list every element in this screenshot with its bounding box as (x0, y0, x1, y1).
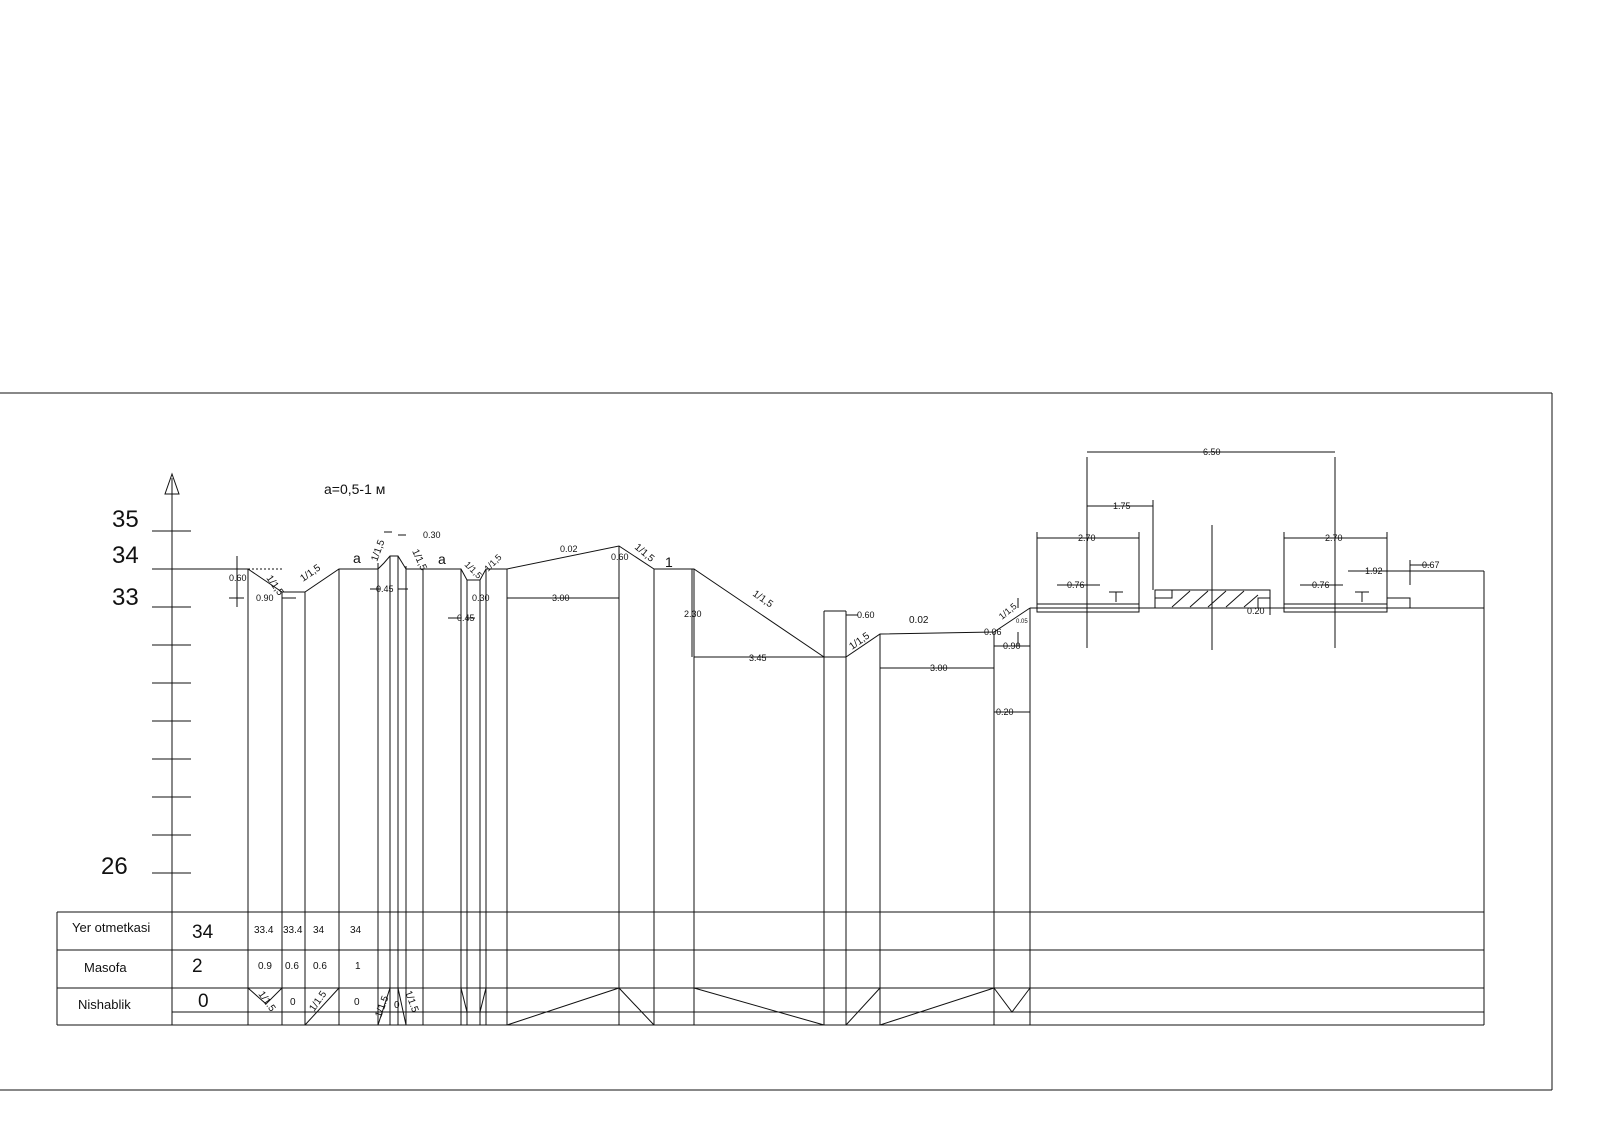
dim-text: 1.75 (1113, 501, 1131, 511)
dim-text: 1.92 (1365, 566, 1383, 576)
table-cell: 0.6 (285, 961, 299, 972)
dim-text: 0.02 (560, 544, 578, 554)
dim-text: 0.45 (457, 613, 475, 623)
note-text: a=0,5-1 м (324, 481, 385, 497)
dim-text: 0.02 (909, 615, 929, 626)
dim-text: 0.76 (1067, 580, 1085, 590)
pavement-hatch (1171, 590, 1259, 608)
table-cell: 1/1.5 (256, 989, 278, 1014)
dim-text: 0.30 (423, 530, 441, 540)
dim-text: 2.30 (684, 609, 702, 619)
dim-text: 0.76 (1312, 580, 1330, 590)
ground-profile (152, 545, 1031, 658)
dim-text: 2.70 (1325, 533, 1343, 543)
table-cell: 0.6 (313, 961, 327, 972)
scale-label-26: 26 (101, 853, 128, 880)
dim-text: 0.06 (984, 627, 1002, 637)
profile-table: Yer otmetkasi Masofa Nishablik 34 2 0 33… (56, 911, 1485, 1026)
scale-label-34: 34 (112, 542, 139, 569)
dim-text: 0.05 (1016, 619, 1028, 625)
drawing-frame (0, 392, 1553, 1091)
dim-text: 0.30 (472, 593, 490, 603)
row-label-yer-otmetkasi: Yer otmetkasi (72, 920, 150, 935)
dim-text: 3.00 (552, 593, 570, 603)
table-cell: 1 (355, 961, 361, 972)
letter-a: a (438, 551, 446, 567)
table-cell: 33.4 (283, 925, 303, 936)
profile-labels: 1/1,5 1/1,5 a 1/1,5 1/1,5 a 1/1,5 1/1,5 … (264, 538, 1019, 653)
dimension-texts: 0.60 0.90 0.45 0.30 0.30 0.45 3.00 0.02 … (229, 447, 1440, 717)
scale-label-35: 35 (112, 506, 139, 533)
road-section (1030, 457, 1485, 650)
table-cell: 0 (290, 997, 296, 1008)
slope-label: 1/1,5 (632, 542, 656, 565)
label-one: 1 (665, 554, 673, 570)
dim-text: 0.90 (256, 593, 274, 603)
dim-text: 3.45 (749, 653, 767, 663)
slope-label: 1/1,5 (750, 588, 775, 610)
table-cell: 1/1.5 (373, 994, 391, 1019)
dim-text: 2.70 (1078, 533, 1096, 543)
table-cell: 0.9 (258, 961, 272, 972)
scale-label-33: 33 (112, 584, 139, 611)
dim-text: 0.90 (1003, 641, 1021, 651)
slope-label: 1/1,5 (482, 552, 503, 573)
table-first-value: 34 (192, 922, 214, 943)
dim-text: 0.60 (229, 573, 247, 583)
table-cell: 33.4 (254, 925, 274, 936)
table-cell: 34 (313, 925, 325, 936)
table-first-value: 2 (192, 956, 203, 977)
dimension-lines (229, 451, 1430, 720)
dim-text: 6.50 (1203, 447, 1221, 457)
letter-a: a (353, 550, 361, 566)
vertical-scale: 35 34 33 26 (101, 472, 191, 912)
dim-text: 0.45 (376, 584, 394, 594)
slope-label: 1/1,5 (298, 562, 323, 584)
dim-text: 0.60 (857, 610, 875, 620)
table-cell: 1/1.5 (402, 989, 420, 1014)
table-cell: 0 (394, 1000, 400, 1011)
table-cell: 0 (354, 997, 360, 1008)
slope-label: 1/1,5 (369, 538, 387, 563)
dim-text: 0.60 (611, 552, 629, 562)
slope-label: 1/1,5 (847, 630, 872, 652)
table-first-value: 0 (198, 991, 209, 1012)
dim-text: 0.20 (1247, 606, 1265, 616)
dim-text: 0.67 (1422, 560, 1440, 570)
row-label-masofa: Masofa (84, 960, 127, 975)
dim-text: 3.00 (930, 663, 948, 673)
row-label-nishablik: Nishablik (78, 997, 131, 1012)
dim-text: 0.20 (996, 707, 1014, 717)
table-cell: 34 (350, 925, 362, 936)
